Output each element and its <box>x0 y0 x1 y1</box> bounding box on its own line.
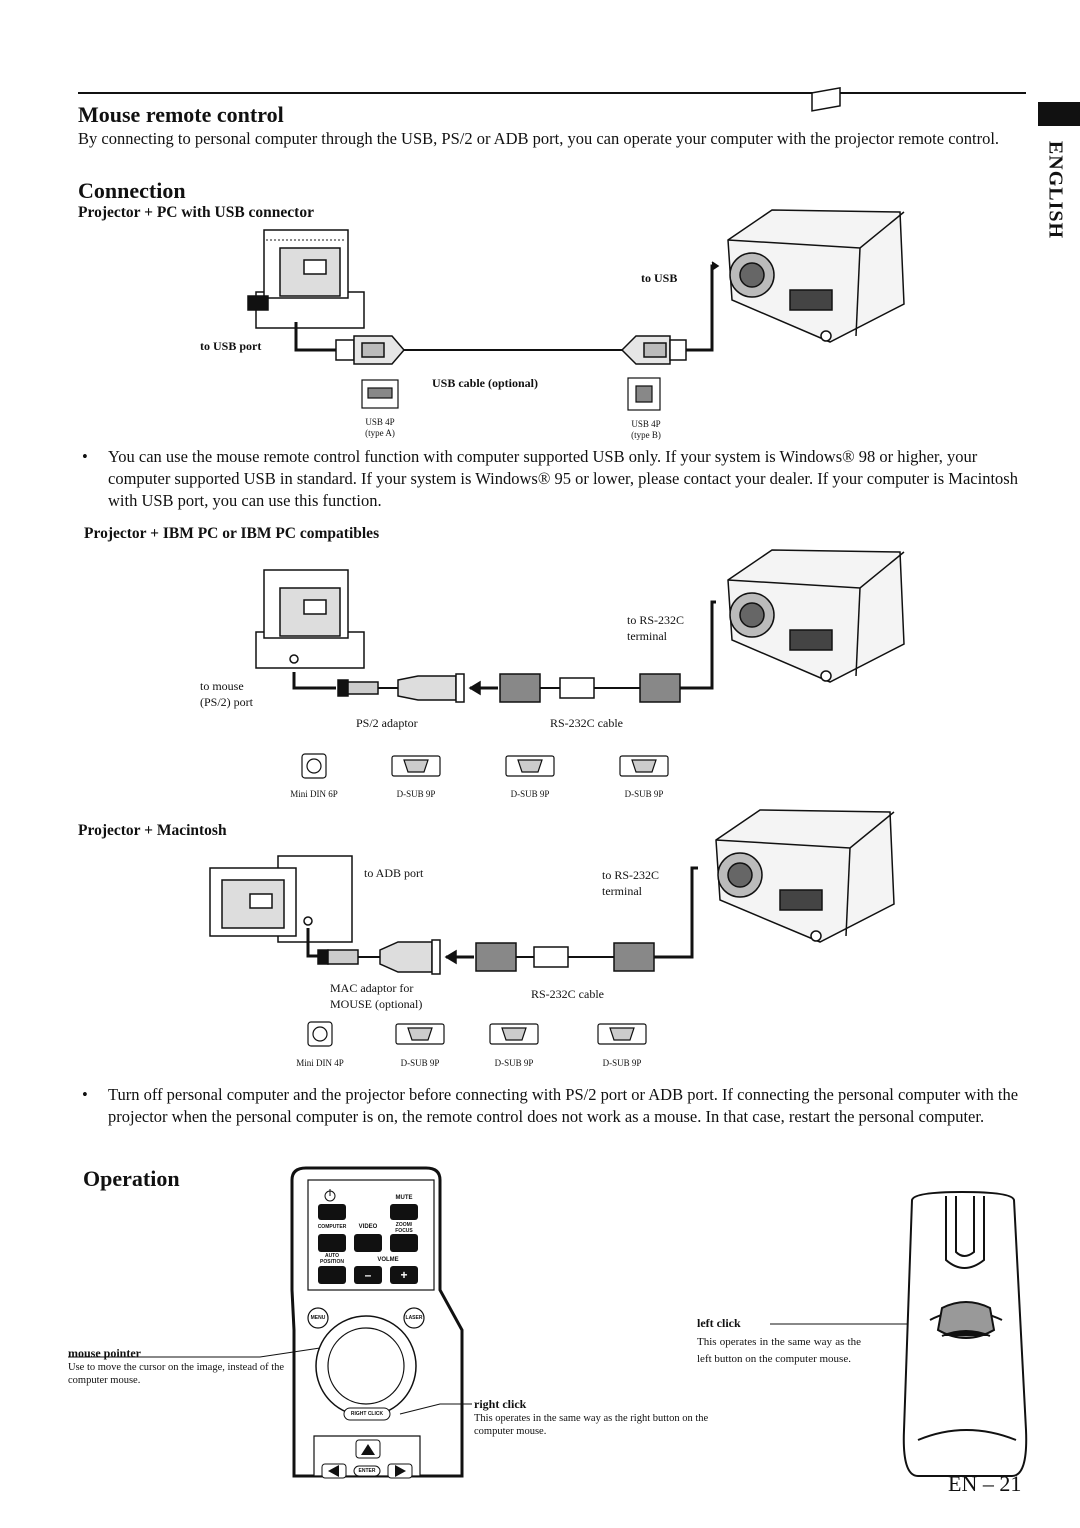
usb-heading: Projector + PC with USB connector <box>78 204 314 221</box>
usb-cable-label: USB cable (optional) <box>432 376 539 390</box>
mac-heading: Projector + Macintosh <box>78 822 227 839</box>
ibm-connector-label-2: D-SUB 9P <box>396 789 436 799</box>
mac-connector-label-3: D-SUB 9P <box>494 1058 534 1068</box>
mute-button[interactable] <box>390 1204 418 1220</box>
enter-button[interactable] <box>353 1465 381 1477</box>
mac-adaptor-label-2: MOUSE (optional) <box>330 997 423 1011</box>
remote-label-mute: MUTE <box>395 1195 413 1201</box>
remote-label-volume: VOLME <box>377 1257 399 1263</box>
computer-icon <box>247 229 365 329</box>
left-click-desc: This operates in the same way as the lef… <box>697 1336 861 1365</box>
remote-label-laser: LASER <box>405 1315 423 1321</box>
projector-icon <box>715 809 895 943</box>
right-click-desc: This operates in the same way as the rig… <box>474 1413 709 1437</box>
mouse-pointer-label: mouse pointer <box>68 1346 141 1360</box>
language-tab-marker <box>1038 102 1080 126</box>
computer-button[interactable] <box>318 1234 346 1252</box>
remote-label-computer: COMPUTER <box>317 1224 347 1230</box>
ibm-terminal-label: terminal <box>627 629 667 643</box>
mini-din-4p-icon <box>307 1021 333 1047</box>
intro-paragraph: By connecting to personal computer throu… <box>78 129 1000 148</box>
ibm-heading: Projector + IBM PC or IBM PC compatibles <box>84 525 380 542</box>
usb-b-connector-icon <box>627 377 661 411</box>
volume-plus-button[interactable] <box>390 1266 418 1284</box>
dsub-9p-icon <box>391 755 669 777</box>
usb-a-type: (type A) <box>365 428 395 438</box>
zoom-focus-button[interactable] <box>390 1234 418 1252</box>
page-number: EN – 21 <box>948 1471 1022 1496</box>
section-title-mouse-remote: Mouse remote control <box>78 102 284 127</box>
adb-cable <box>306 866 698 975</box>
to-usb-label: to USB <box>641 271 678 285</box>
remote-label-minus: – <box>364 1268 372 1282</box>
ibm-connector-label-3: D-SUB 9P <box>510 789 550 799</box>
mac-to-rs232c-label: to RS-232C <box>602 868 660 882</box>
power-button[interactable] <box>318 1204 346 1220</box>
section-title-connection: Connection <box>78 178 186 203</box>
remote-label-right-click: RIGHT CLICK <box>350 1411 384 1417</box>
usb-a-label: USB 4P <box>365 417 395 427</box>
mac-connector-label-4: D-SUB 9P <box>602 1058 642 1068</box>
ps2-cable <box>292 600 716 703</box>
power-note: •Turn off personal computer and the proj… <box>82 1085 1019 1126</box>
arrow-left-icon <box>328 1465 339 1477</box>
section-title-operation: Operation <box>83 1166 180 1191</box>
mac-terminal-label: terminal <box>602 884 642 898</box>
ps2-port-label: (PS/2) port <box>200 695 254 709</box>
mouse-pointer-desc: Use to move the cursor on the image, ins… <box>68 1362 285 1386</box>
ibm-to-rs232c-label: to RS-232C <box>627 613 685 627</box>
mini-din-6p-icon <box>301 753 327 779</box>
remote-label-enter: ENTER <box>358 1468 376 1474</box>
laser-button[interactable] <box>403 1307 425 1329</box>
power-icon <box>324 1189 336 1202</box>
ibm-rs232c-cable-label: RS-232C cable <box>550 716 623 730</box>
right-click-label: right click <box>474 1397 527 1411</box>
arrow-right-icon <box>395 1465 406 1477</box>
macintosh-icon <box>209 855 353 943</box>
header-rule <box>78 92 1026 94</box>
dsub-9p-icon <box>395 1023 647 1045</box>
mac-connector-label-2: D-SUB 9P <box>400 1058 440 1068</box>
mac-connector-label-1: Mini DIN 4P <box>296 1058 344 1068</box>
ps2-adaptor-label: PS/2 adaptor <box>356 716 418 730</box>
projector-icon <box>727 549 905 683</box>
remote-label-plus: + <box>400 1268 408 1282</box>
right-click-button[interactable] <box>343 1407 391 1421</box>
arrow-up-icon <box>361 1444 375 1455</box>
usb-a-connector-icon <box>361 379 399 409</box>
to-adb-label: to ADB port <box>364 866 424 880</box>
usb-cable <box>294 261 720 365</box>
usb-b-type: (type B) <box>631 430 661 440</box>
remote-label-zoom-focus: ZOOM/ FOCUS <box>395 1222 413 1234</box>
menu-button[interactable] <box>307 1307 329 1329</box>
mac-rs232c-cable-label: RS-232C cable <box>531 987 604 1001</box>
usb-b-label: USB 4P <box>631 419 661 429</box>
projector-icon <box>727 87 905 343</box>
usb-note: •You can use the mouse remote control fu… <box>82 447 1018 510</box>
mac-adaptor-label-1: MAC adaptor for <box>330 981 414 995</box>
video-button[interactable] <box>354 1234 382 1252</box>
auto-position-button[interactable] <box>318 1266 346 1284</box>
to-usb-port-label: to USB port <box>200 339 262 353</box>
remote-label-video: VIDEO <box>358 1224 378 1230</box>
remote-label-auto-position: AUTO POSITION <box>320 1253 344 1265</box>
to-mouse-label: to mouse <box>200 679 244 693</box>
volume-minus-button[interactable] <box>354 1266 382 1284</box>
remote-label-menu: MENU <box>310 1315 326 1321</box>
ibm-connector-label-1: Mini DIN 6P <box>290 789 338 799</box>
left-click-label: left click <box>697 1316 741 1330</box>
remote-side-view-icon <box>902 1190 1028 1477</box>
ibm-connector-label-4: D-SUB 9P <box>624 789 664 799</box>
computer-icon <box>255 569 365 669</box>
